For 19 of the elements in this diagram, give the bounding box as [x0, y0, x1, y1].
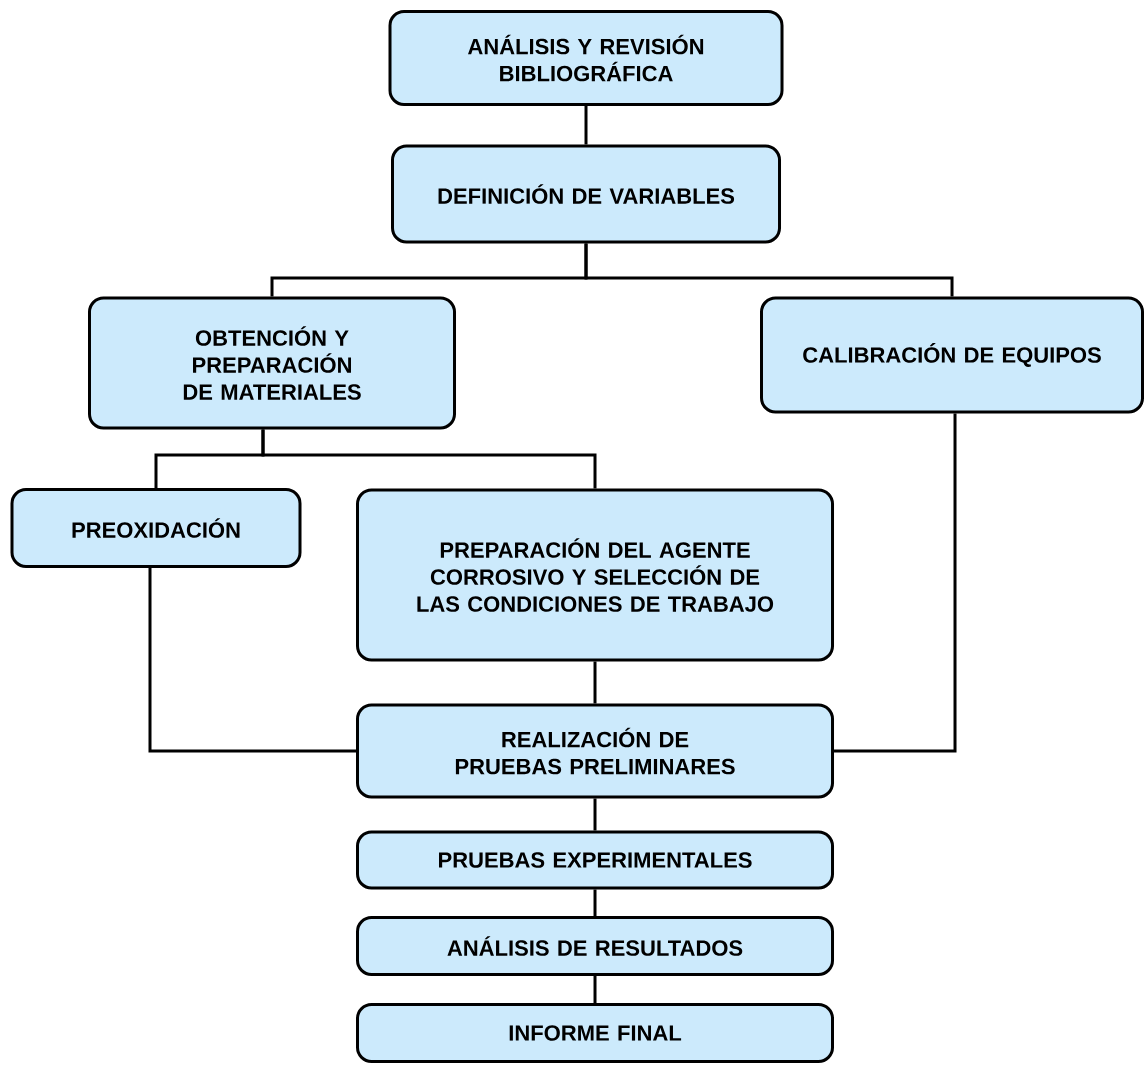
process-box: PREOXIDACIÓN [10, 488, 302, 568]
process-box: CALIBRACIÓN DE EQUIPOS [760, 296, 1144, 414]
connector-line [261, 429, 597, 489]
connector-line [584, 106, 588, 145]
connector-line [584, 243, 954, 297]
process-box: INFORME FINAL [356, 1003, 834, 1063]
connector-line [593, 889, 597, 916]
connector-line [593, 798, 597, 831]
process-box: REALIZACIÓN DE PRUEBAS PRELIMINARES [356, 703, 834, 799]
connector-line [593, 661, 597, 704]
connector-line [593, 976, 597, 1003]
process-box: DEFINICIÓN DE VARIABLES [391, 144, 781, 244]
connector-line [834, 413, 957, 753]
process-box: PREPARACIÓN DEL AGENTE CORROSIVO Y SELECCIÓN DE LAS CONDICIONES DE TRABAJO [356, 488, 834, 662]
connector-line [148, 568, 356, 753]
process-box: ANÁLISIS Y REVISIÓN BIBLIOGRÁFICA [388, 10, 784, 106]
process-box: ANÁLISIS DE RESULTADOS [356, 916, 834, 976]
process-box: OBTENCIÓN Y PREPARACIÓN DE MATERIALES [88, 296, 456, 430]
process-box: PRUEBAS EXPERIMENTALES [356, 830, 834, 890]
